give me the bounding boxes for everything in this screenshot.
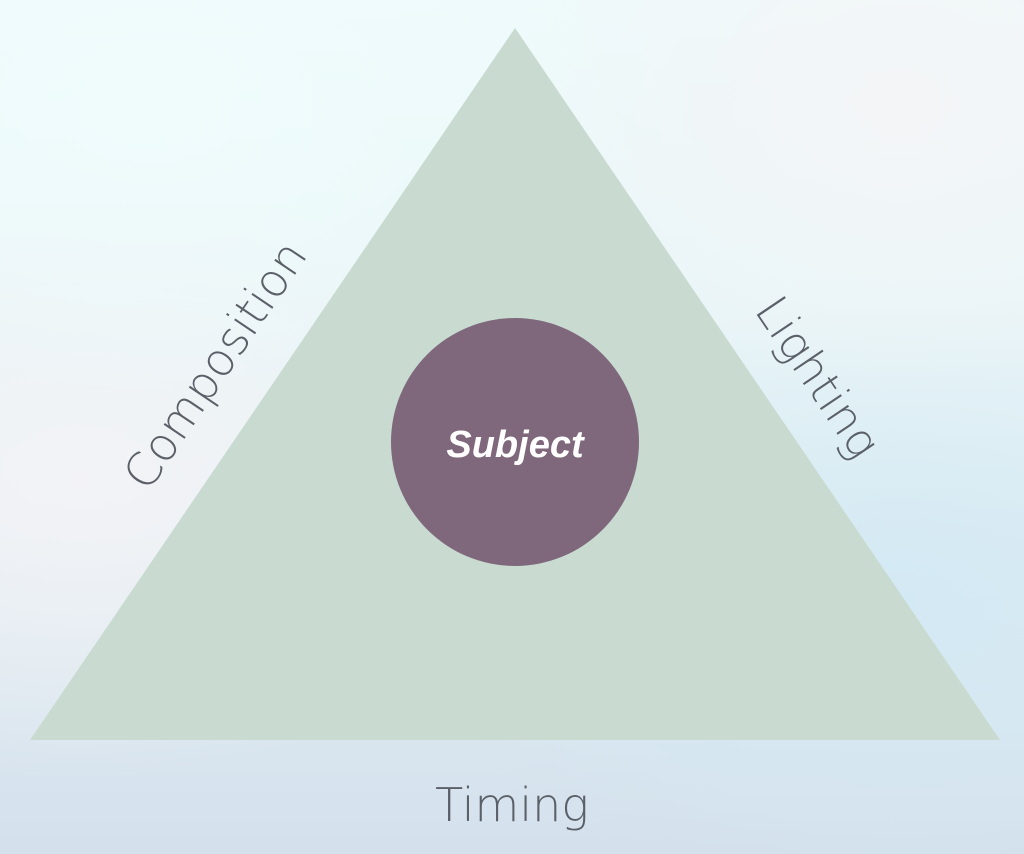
subject-label: Subject [446,424,585,466]
subject-circle [391,318,639,566]
timing-label: Timing [435,778,589,832]
